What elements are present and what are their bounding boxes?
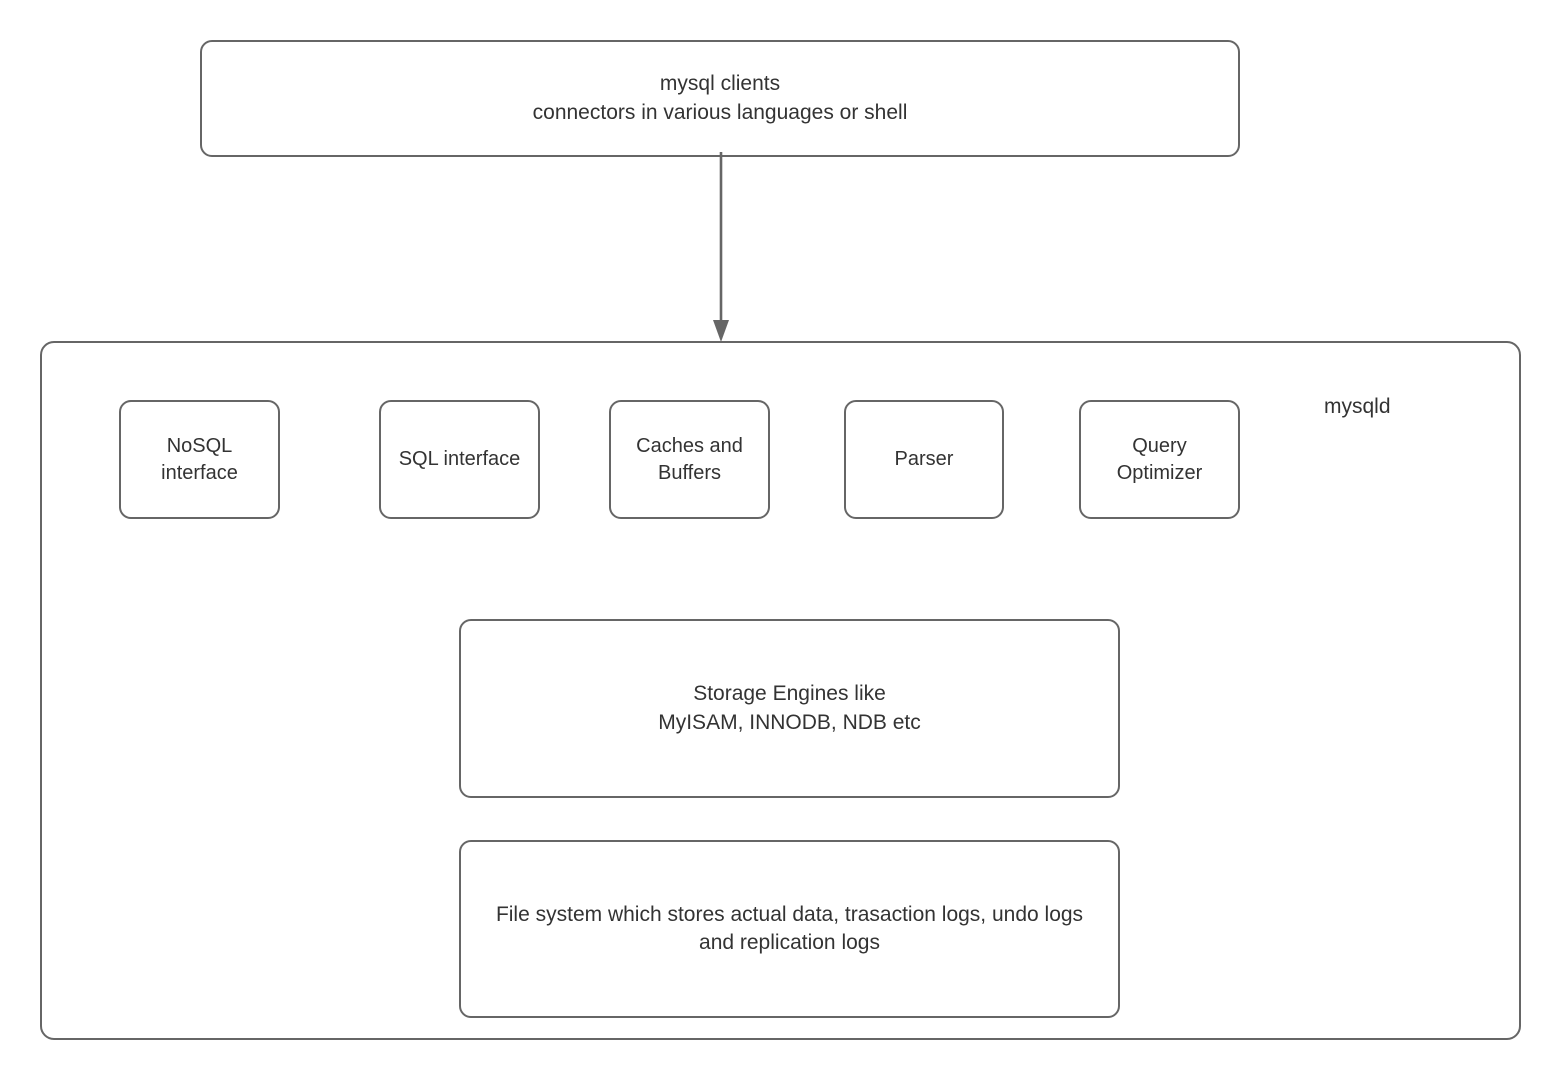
mysql-clients-box[interactable]: mysql clients connectors in various lang… xyxy=(200,40,1240,157)
component-caches-and-buffers[interactable]: Caches and Buffers xyxy=(609,400,770,519)
component-query-optimizer[interactable]: Query Optimizer xyxy=(1079,400,1240,519)
component-query-optimizer-label: Query Optimizer xyxy=(1116,434,1203,484)
component-parser-label: Parser xyxy=(894,448,954,470)
component-parser[interactable]: Parser xyxy=(844,400,1004,519)
storage-engines-label: Storage Engines like MyISAM, INNODB, NDB… xyxy=(658,682,921,734)
component-sql-interface-label: SQL interface xyxy=(398,448,521,470)
component-nosql-interface-label: NoSQL interface xyxy=(161,434,238,484)
component-nosql-interface[interactable]: NoSQL interface xyxy=(119,400,280,519)
file-system-label: File system which stores actual data, tr… xyxy=(495,902,1084,954)
component-caches-and-buffers-label: Caches and Buffers xyxy=(636,434,743,484)
file-system-box[interactable]: File system which stores actual data, tr… xyxy=(459,840,1120,1018)
storage-engines-box[interactable]: Storage Engines like MyISAM, INNODB, NDB… xyxy=(459,619,1120,798)
mysqld-caption: mysqld xyxy=(1324,395,1391,418)
mysql-clients-label: mysql clients connectors in various lang… xyxy=(532,72,908,124)
clients-to-mysqld-arrow xyxy=(713,152,729,342)
component-sql-interface[interactable]: SQL interface xyxy=(379,400,540,519)
